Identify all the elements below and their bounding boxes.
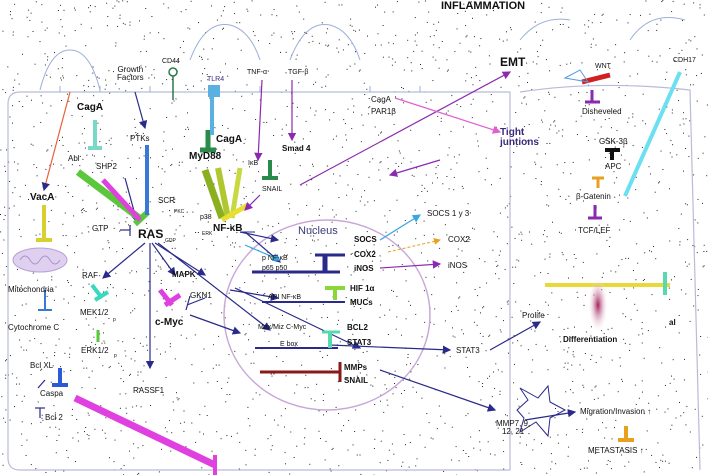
al-label: al bbox=[669, 318, 676, 327]
nfkb-label: NF-κB bbox=[213, 223, 243, 234]
nfkb-wedge-1 bbox=[201, 168, 226, 220]
mitochondria-label: Mitochondria bbox=[8, 285, 54, 294]
rassf1-label: RASSF1 bbox=[133, 386, 165, 395]
p-nfkb-label: p NF-κB bbox=[262, 255, 288, 262]
caga-par-label: CagA bbox=[371, 95, 392, 104]
vaca-arrow bbox=[41, 91, 71, 192]
tight-junctions-label: Tight juntions bbox=[500, 127, 539, 148]
beta-catenin-label: β-Catenin bbox=[576, 192, 611, 201]
socs-arrow bbox=[379, 214, 422, 241]
cytochrome-label: Cytochrome C bbox=[8, 323, 60, 332]
api-nfkb-label: API NF-κB bbox=[268, 294, 302, 301]
gdp-label: GDP bbox=[165, 238, 176, 244]
cd44-label: CD44 bbox=[162, 58, 180, 65]
nucleus-membrane bbox=[223, 219, 431, 411]
inos-in-label: iNOS bbox=[354, 264, 374, 273]
snail-bot-label: SNAIL bbox=[344, 376, 368, 385]
nucleus-label: Nucleus bbox=[298, 225, 338, 237]
p38-label: p38 bbox=[200, 214, 212, 221]
inhibition-lines bbox=[35, 225, 206, 418]
caga-mid-label: CagA bbox=[216, 134, 243, 145]
tgf-label: TGF-β bbox=[288, 69, 309, 76]
bcl2-in-label: BCL2 bbox=[347, 323, 368, 332]
mek-label: MEK1/2 bbox=[80, 308, 109, 317]
smad4-label: Smad 4 bbox=[282, 144, 311, 153]
metastasis-label: METASTASIS ↑ bbox=[588, 446, 644, 455]
wnt-label: WNT bbox=[595, 63, 611, 70]
caga-left-label: CagA bbox=[77, 102, 104, 113]
socs-label: SOCS bbox=[354, 235, 377, 244]
cmyc-label: c-Myc bbox=[155, 317, 184, 328]
p65p50-label: p65 p50 bbox=[262, 265, 288, 272]
scr-label: SCR bbox=[158, 196, 175, 205]
cox2-in-label: COX2 bbox=[354, 250, 376, 259]
tcf-label: TCF/LEF bbox=[578, 226, 611, 235]
prolif-label: Prolife bbox=[522, 311, 545, 320]
ras-label: RAS bbox=[138, 227, 164, 241]
gkn1-label: GKN1 bbox=[190, 291, 212, 300]
shp2-label: SHP2 bbox=[96, 162, 117, 171]
migration-label: Migration/Invasion ↑ bbox=[580, 407, 652, 416]
title: INFLAMMATION bbox=[441, 0, 526, 12]
microvilli bbox=[39, 17, 686, 92]
abl-label: Abl bbox=[68, 154, 80, 163]
purple-arrows bbox=[244, 71, 512, 269]
cdh17-line bbox=[623, 71, 682, 197]
caga-par-arrow bbox=[394, 97, 502, 134]
mmp7-label: MMP7, 9, 12, 21 bbox=[496, 419, 531, 436]
tnf-label: TNF-α bbox=[247, 69, 267, 76]
caspa-label: Caspa bbox=[40, 389, 64, 398]
erk-small-label: ERK bbox=[202, 231, 213, 237]
cell-membrane-right bbox=[519, 84, 701, 471]
inos-out-label: iNOS bbox=[448, 261, 468, 270]
socs13-label: SOCS 1 y 3 bbox=[427, 209, 470, 218]
ptks-label: PTKs bbox=[130, 134, 150, 143]
erk-p-label: p bbox=[114, 353, 117, 359]
maxmiz-label: Max/Miz C-Myc bbox=[258, 324, 307, 331]
hif-label: HIF 1α bbox=[350, 284, 375, 293]
stat3-in-label: STAT3 bbox=[347, 338, 372, 347]
erk12-label: ERK1/2 bbox=[81, 346, 109, 355]
cd44-receptor bbox=[168, 67, 178, 100]
emt-label: EMT bbox=[500, 55, 526, 69]
rassf-magenta-bar bbox=[73, 394, 217, 469]
growth-factors-label: Growth Factors bbox=[117, 65, 144, 82]
mek-p-label: p bbox=[113, 317, 116, 323]
pkc-label: PKC bbox=[174, 209, 185, 215]
shp2-bar bbox=[101, 178, 142, 222]
ebox-label: E box bbox=[280, 341, 298, 348]
gsk3b-label: GSK-3β bbox=[599, 137, 628, 146]
mapk-label: MAPK bbox=[172, 270, 196, 279]
stat3-out-label: STAT3 bbox=[456, 346, 480, 355]
bcl2-bot-label: Bcl 2 bbox=[45, 413, 63, 422]
differentiation-label: Differentiation bbox=[563, 335, 618, 344]
cell-membrane-left bbox=[7, 91, 511, 471]
tlr4-label: TLR4 bbox=[207, 76, 225, 83]
ikb-label: IκB bbox=[248, 160, 259, 167]
gtp-label: GTP bbox=[92, 224, 109, 233]
bclxl-label: Bcl XL bbox=[30, 361, 54, 370]
raf-label: RAF bbox=[82, 271, 98, 280]
vaca-label: VacA bbox=[30, 192, 55, 203]
apc-label: APC bbox=[605, 162, 622, 171]
myd88-label: MyD88 bbox=[189, 151, 222, 162]
snail-top-label: SNAIL bbox=[262, 186, 283, 193]
disheveled-label: Disheveled bbox=[582, 107, 622, 116]
cox2-arrow bbox=[387, 237, 441, 253]
mmps-label: MMPs bbox=[344, 363, 368, 372]
mucs-label: MUCs bbox=[350, 298, 373, 307]
par1b-label: PAR1β bbox=[371, 107, 396, 116]
cox2-out-label: COX2 bbox=[448, 235, 470, 244]
cdh17-label: CDH17 bbox=[673, 57, 696, 64]
mmp7-star bbox=[516, 384, 567, 438]
differentiation-blur bbox=[588, 277, 608, 333]
